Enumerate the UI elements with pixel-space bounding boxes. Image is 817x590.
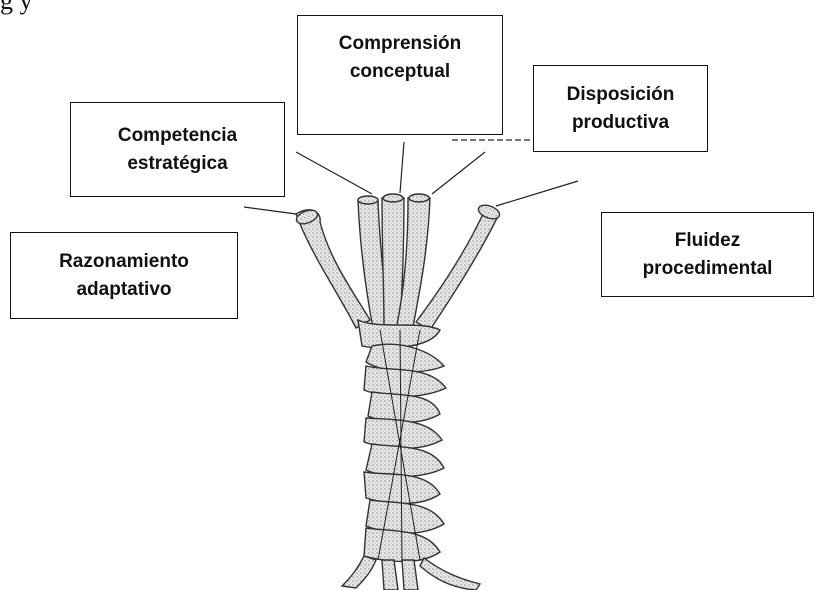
label-razonamiento-text: Razonamiento adaptativo xyxy=(59,248,189,304)
label-disposicion-productiva: Disposición productiva xyxy=(533,65,708,152)
leader-line-comprension xyxy=(400,142,404,193)
braid-segment xyxy=(366,500,444,533)
strand-end-1 xyxy=(358,196,378,204)
strand-bottom-2 xyxy=(402,560,418,590)
leader-line-disposicion xyxy=(432,152,485,194)
strand-bottom-left xyxy=(342,556,376,588)
label-razonamiento-adaptativo: Razonamiento adaptativo xyxy=(10,232,238,319)
label-comprension-conceptual: Comprensión conceptual xyxy=(297,15,503,135)
label-comprension-text: Comprensión conceptual xyxy=(339,30,461,86)
label-fluidez-text: Fluidez procedimental xyxy=(643,227,773,283)
label-competencia-estrategica: Competencia estratégica xyxy=(70,102,285,197)
strand-bottom-right xyxy=(420,558,480,590)
strand-bottom-1 xyxy=(382,560,398,590)
leader-line-fluidez xyxy=(496,181,578,206)
leader-line-razonamiento xyxy=(244,207,296,214)
strand-end-2 xyxy=(383,194,403,202)
label-estrategica-text: Competencia estratégica xyxy=(118,122,237,178)
strand-end-3 xyxy=(409,194,429,202)
label-disposicion-text: Disposición productiva xyxy=(567,81,675,137)
rope-strands xyxy=(295,194,502,590)
braid-segment xyxy=(364,472,440,504)
leader-line-estrategica xyxy=(296,152,372,194)
label-fluidez-procedimental: Fluidez procedimental xyxy=(601,212,814,297)
